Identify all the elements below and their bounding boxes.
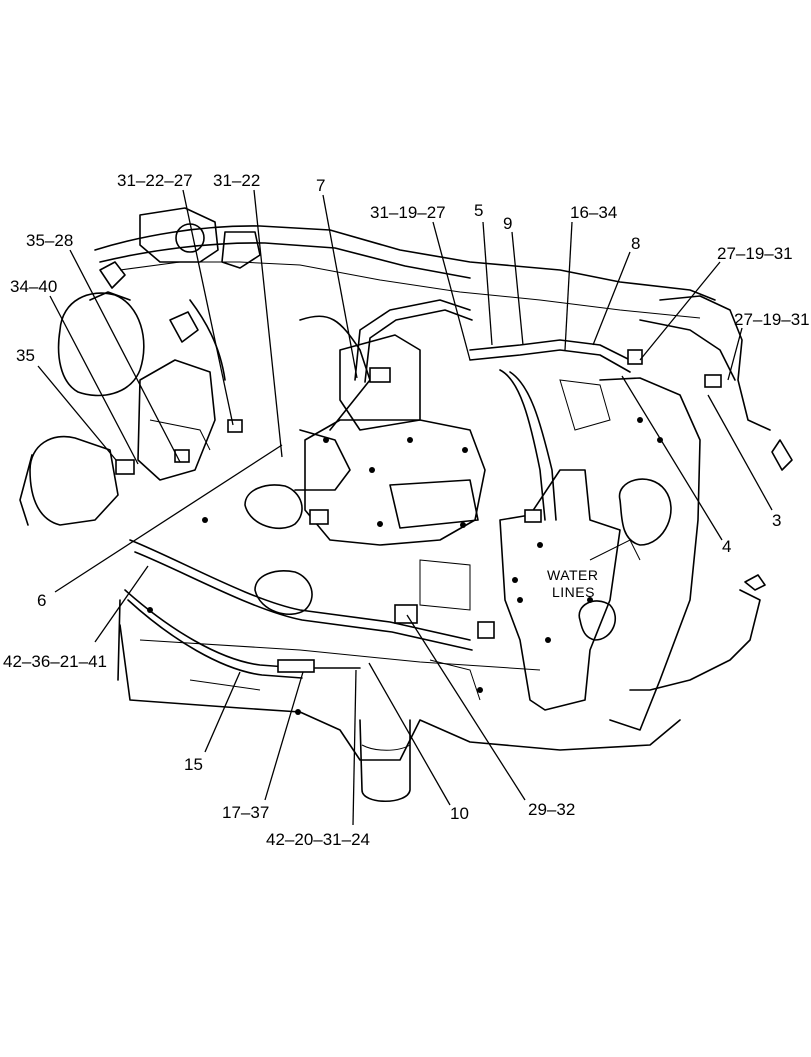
callout-3: 3 xyxy=(772,511,781,530)
callout-42-20-31-24: 42–20–31–24 xyxy=(266,830,370,849)
callout-10: 10 xyxy=(450,804,469,823)
callout-31-22: 31–22 xyxy=(213,171,260,190)
callout-15: 15 xyxy=(184,755,203,774)
callout-29-32: 29–32 xyxy=(528,800,575,819)
callout-31-22-27: 31–22–27 xyxy=(117,171,193,190)
water-lines-label-line1: WATER xyxy=(547,567,599,583)
callouts: 31–22–27 31–22 7 31–19–27 5 9 16–34 8 27… xyxy=(3,171,810,849)
callout-8: 8 xyxy=(631,234,640,253)
callout-17-37: 17–37 xyxy=(222,803,269,822)
water-lines-label-line2: LINES xyxy=(552,584,595,600)
callout-31-19-27: 31–19–27 xyxy=(370,203,446,222)
engine-drawing xyxy=(19,207,793,802)
callout-4: 4 xyxy=(722,537,731,556)
callout-16-34: 16–34 xyxy=(570,203,617,222)
callout-7: 7 xyxy=(316,176,325,195)
leader-lines xyxy=(37,189,773,826)
callout-34-40: 34–40 xyxy=(10,277,57,296)
callout-6: 6 xyxy=(37,591,46,610)
callout-35: 35 xyxy=(16,346,35,365)
callout-27-19-31-a: 27–19–31 xyxy=(717,244,793,263)
callout-5: 5 xyxy=(474,201,483,220)
callout-9: 9 xyxy=(503,214,512,233)
callout-27-19-31-b: 27–19–31 xyxy=(734,310,810,329)
callout-35-28: 35–28 xyxy=(26,231,73,250)
callout-42-36-21-41: 42–36–21–41 xyxy=(3,652,107,671)
